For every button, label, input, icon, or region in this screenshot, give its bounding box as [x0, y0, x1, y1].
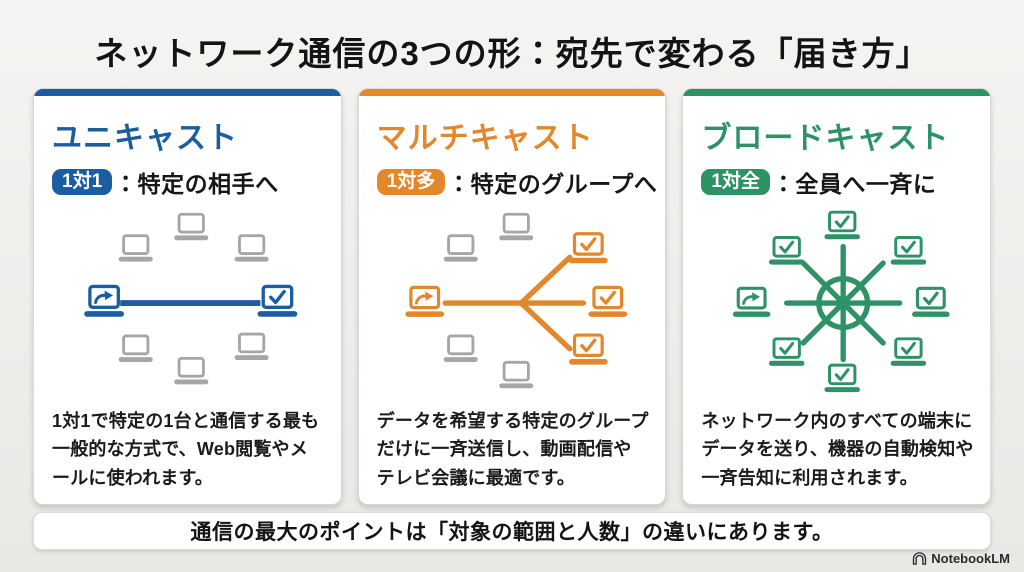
card-unicast-description: 1対1で特定の1台と通信する最も一般的な方式で、Web閲覧やメールに使われます。	[52, 411, 320, 488]
check-laptop-icon	[910, 286, 952, 319]
hub-wheel-icon	[784, 243, 903, 363]
laptop-icon	[117, 334, 155, 364]
check-laptop-icon	[889, 235, 929, 267]
check-laptop-icon	[823, 363, 862, 394]
notebooklm-label: NotebookLM	[931, 551, 1010, 566]
broadcast-diagram	[731, 210, 952, 394]
check-laptop-icon	[566, 333, 610, 367]
check-laptop-icon	[767, 235, 807, 267]
card-unicast-subtitle: ：特定の相手へ	[114, 171, 279, 197]
card-broadcast-title: ブロードキャスト	[701, 122, 950, 155]
check-laptop-icon	[255, 284, 300, 319]
multicast-diagram	[403, 212, 629, 390]
send-arrow-laptop-icon	[403, 285, 446, 319]
laptop-icon	[172, 356, 210, 386]
badge-1to1: 1対1	[52, 169, 113, 195]
send-arrow-laptop-icon	[82, 284, 126, 319]
footer-summary-bar: 通信の最大のポイントは「対象の範囲と人数」の違いにあります。	[33, 512, 991, 550]
laptop-icon	[233, 234, 271, 264]
badge-1tomany: 1対多	[376, 169, 446, 195]
card-broadcast-subtitle: ：全員へ一斉に	[771, 171, 937, 197]
card-unicast-title: ユニキャスト	[52, 122, 238, 155]
laptop-icon	[172, 212, 210, 242]
check-laptop-icon	[889, 337, 929, 368]
laptop-icon	[117, 234, 155, 264]
card-unicast-subline: 1対1 ：特定の相手へ	[52, 165, 325, 199]
laptop-icon	[233, 332, 271, 362]
card-multicast: マルチキャスト 1対多 ：特定のグループへ	[357, 88, 667, 505]
card-unicast: ユニキャスト 1対1 ：特定の相手へ 1対1で特定の1台と通信する最も一般的な方…	[33, 88, 342, 505]
card-broadcast-description: ネットワーク内のすべての端末にデータを送り、機器の自動検知や一斉告知に利用されま…	[701, 411, 974, 488]
footer-summary-text: 通信の最大のポイントは「対象の範囲と人数」の違いにあります。	[190, 521, 834, 544]
check-laptop-icon	[767, 337, 807, 368]
laptop-icon	[441, 334, 479, 364]
unicast-diagram	[82, 212, 300, 386]
check-laptop-icon	[566, 232, 610, 265]
laptop-icon	[497, 212, 535, 242]
send-arrow-laptop-icon	[731, 286, 773, 319]
check-laptop-icon	[586, 285, 629, 319]
multicast-branch-lines	[442, 254, 586, 352]
laptop-icon	[441, 234, 479, 264]
laptop-icon	[497, 360, 535, 390]
card-broadcast: ブロードキャスト 1対全 ：全員へ一斉に	[682, 88, 992, 505]
card-multicast-description: データを希望する特定のグループだけに一斉送信し、動画配信やテレビ会議に最適です。	[376, 411, 649, 488]
card-multicast-subline: 1対多 ：特定のグループへ	[376, 165, 657, 199]
check-laptop-icon	[823, 210, 862, 241]
card-multicast-title: マルチキャスト	[376, 122, 594, 155]
card-multicast-subtitle: ：特定のグループへ	[447, 171, 658, 197]
badge-1toall: 1対全	[701, 169, 770, 195]
cards-row: ユニキャスト 1対1 ：特定の相手へ 1対1で特定の1台と通信する最も一般的な方…	[33, 88, 992, 505]
notebooklm-watermark: NotebookLM	[912, 551, 1010, 566]
card-broadcast-subline: 1対全 ：全員へ一斉に	[701, 165, 974, 199]
page-title: ネットワーク通信の3つの形：宛先で変わる「届き方」	[94, 35, 930, 72]
notebooklm-logo-icon	[913, 552, 927, 565]
